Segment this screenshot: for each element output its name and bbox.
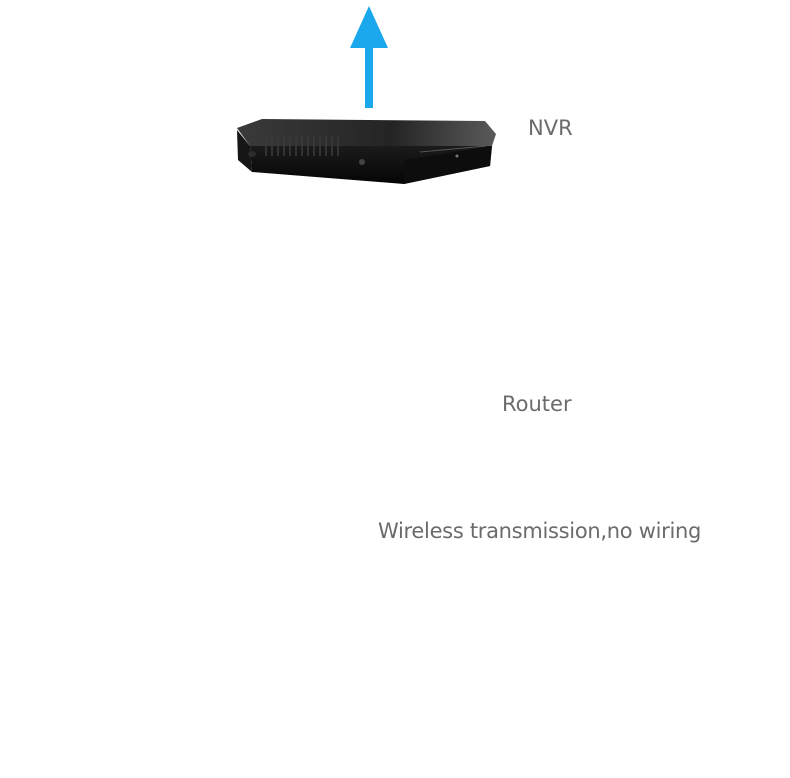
nvr-recorder-icon	[237, 119, 496, 184]
nvr-label: NVR	[528, 116, 573, 140]
wireless-transmission-label: Wireless transmission,no wiring	[378, 519, 702, 543]
arrow-up-from-nvr	[350, 6, 388, 108]
router-label: Router	[502, 392, 572, 416]
